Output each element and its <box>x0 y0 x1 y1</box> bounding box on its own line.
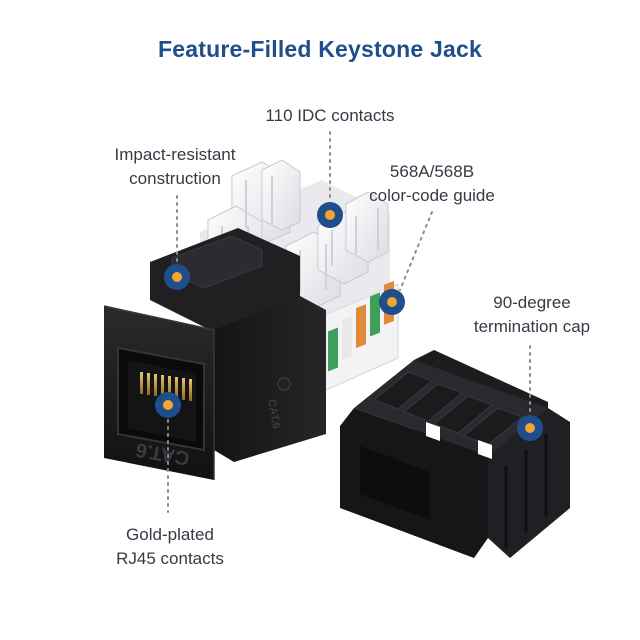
callout-marker-icon <box>517 415 543 441</box>
callout-marker-icon <box>317 202 343 228</box>
leader-lines <box>167 131 531 513</box>
keystone-jack-body <box>103 228 326 480</box>
callout-gold-line-2: RJ45 contacts <box>116 549 224 568</box>
callout-cap-line-1: 90-degree <box>493 293 571 312</box>
jack-side-marking: CAT.6 <box>265 398 282 429</box>
callout-gold-line-1: Gold-plated <box>126 525 214 544</box>
callout-color-line-1: 568A/568B <box>389 162 475 181</box>
termination-cap <box>340 350 570 558</box>
callout-impact-line-1: Impact-resistant <box>114 145 236 164</box>
callout-color-line-2: color-code guide <box>369 186 495 205</box>
callout-color-code-guide: 568A/568B color-code guide <box>352 160 512 208</box>
callout-marker-icon <box>155 392 181 418</box>
callout-marker-icon <box>164 264 190 290</box>
callout-impact-resistant: Impact-resistant construction <box>90 143 260 191</box>
page-title: Feature-Filled Keystone Jack <box>158 36 482 62</box>
callout-gold-plated: Gold-plated RJ45 contacts <box>100 523 240 571</box>
callout-marker-icon <box>379 289 405 315</box>
callout-cap-line-2: termination cap <box>473 317 591 336</box>
callout-idc-contacts: 110 IDC contacts <box>240 104 420 128</box>
callout-impact-line-2: construction <box>129 169 221 188</box>
callout-termination-cap: 90-degree termination cap <box>452 291 612 339</box>
callout-idc-line-1: 110 IDC contacts <box>265 106 395 125</box>
color-code-strip <box>321 280 399 393</box>
